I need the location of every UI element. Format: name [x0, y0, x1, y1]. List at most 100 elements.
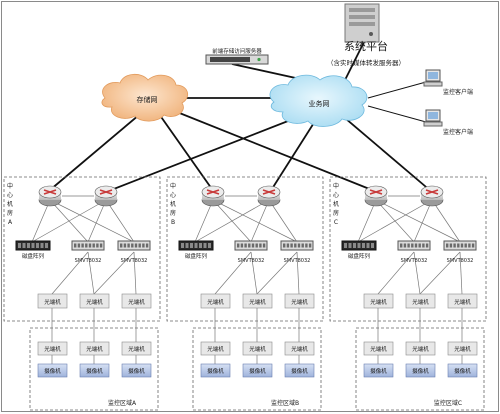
- monitor-area-label: 监控区域A: [108, 399, 137, 407]
- smvt-label: SMVT8032: [121, 258, 148, 264]
- optical-transceiver-box: [242, 293, 273, 309]
- disk-array-label: 磁盘阵列: [22, 252, 45, 260]
- smvt-port: [403, 243, 407, 248]
- optical-transceiver-box: [284, 341, 315, 356]
- disk-slot: [40, 243, 44, 248]
- disk-slot: [194, 243, 198, 248]
- link: [431, 199, 461, 243]
- client-links: [367, 81, 427, 123]
- smvt-port: [400, 243, 403, 248]
- smvt-port: [411, 243, 414, 248]
- smvt-label: SMVT8032: [75, 258, 102, 264]
- center-side-label-char: 中: [7, 182, 13, 190]
- optical-transceiver-box: [200, 293, 231, 309]
- camera-box: [79, 363, 110, 378]
- smvt-port: [123, 243, 127, 248]
- center-frame: [166, 176, 324, 322]
- center-side-label-char: 心: [333, 192, 339, 199]
- smvt-port: [414, 243, 418, 248]
- smvt-port: [286, 243, 290, 248]
- link: [194, 199, 214, 243]
- optical-transceiver-label: 光端机: [291, 298, 308, 306]
- optical-transceiver-label: 光端机: [128, 345, 145, 353]
- link: [194, 199, 270, 243]
- smvt-port: [283, 243, 286, 248]
- smvt-port: [294, 243, 297, 248]
- disk-slot: [18, 243, 21, 248]
- smvt-port: [471, 243, 475, 248]
- smvt-port: [464, 243, 467, 248]
- optical-transceiver-label: 光端机: [249, 345, 266, 353]
- disk-array-label: 磁盘阵列: [185, 252, 208, 260]
- smvt-port: [240, 243, 244, 248]
- center-side-label-char: 房: [170, 209, 176, 217]
- center-side-label-char: 房: [7, 209, 13, 217]
- disk-slot: [362, 243, 365, 248]
- storage-access-server-label: 前端存储访问服务器: [212, 47, 262, 55]
- smvt-port: [259, 243, 262, 248]
- router-icon-arrows: [43, 189, 57, 195]
- smvt-switch-icon: [397, 240, 431, 251]
- smvt-switch-icon: [117, 240, 151, 251]
- optical-transceiver-label: 光端机: [44, 345, 61, 353]
- optical-transceiver-label: 光端机: [249, 298, 266, 306]
- center-side-label-char: 中: [170, 182, 176, 190]
- optical-transceiver-box: [363, 341, 394, 356]
- optical-transceiver-box: [200, 341, 231, 356]
- disk-slot: [357, 243, 361, 248]
- optical-transceiver-label: 光端机: [370, 345, 387, 353]
- smvt-port: [92, 243, 95, 248]
- optical-transceiver-box: [405, 341, 436, 356]
- link: [357, 199, 377, 243]
- optical-transceiver-box: [121, 341, 152, 356]
- business-network-label: 业务网: [309, 99, 330, 108]
- camera-label: 摄像机: [249, 367, 266, 375]
- camera-label: 摄像机: [291, 367, 308, 375]
- link: [419, 251, 461, 295]
- camera-label: 摄像机: [86, 367, 103, 375]
- smvt-port: [453, 243, 456, 248]
- link: [296, 251, 300, 295]
- smvt-port: [96, 243, 99, 248]
- monitor-client-icon: [423, 69, 443, 87]
- link: [31, 199, 107, 243]
- link: [31, 199, 51, 243]
- router-icon-arrows: [262, 189, 276, 195]
- optical-transceiver-label: 光端机: [86, 298, 103, 306]
- link: [51, 251, 89, 295]
- optical-transceiver-box: [79, 341, 110, 356]
- smvt-port: [237, 243, 240, 248]
- disk-slot: [371, 243, 374, 248]
- smvt-port: [297, 243, 301, 248]
- smvt-port: [77, 243, 81, 248]
- optical-transceiver-label: 光端机: [44, 298, 61, 306]
- center-side-label-char: 中: [333, 182, 339, 190]
- link: [268, 199, 298, 243]
- disk-slot: [348, 243, 352, 248]
- camera-label: 摄像机: [207, 367, 224, 375]
- disk-slot: [45, 243, 48, 248]
- optical-transceiver-box: [447, 293, 478, 309]
- camera-box: [284, 363, 315, 378]
- platform-title: 系统平台: [344, 39, 388, 53]
- smvt-port: [290, 243, 293, 248]
- smvt-label: SMVT8032: [238, 258, 265, 264]
- storage-access-server-icon: [205, 54, 269, 65]
- link: [377, 251, 415, 295]
- smvt-port: [305, 243, 308, 248]
- smvt-switch-icon: [71, 240, 105, 251]
- center-side-label-char: 心: [170, 192, 176, 199]
- link: [49, 199, 135, 243]
- platform-server-icon: [344, 3, 380, 43]
- router-icon-arrows: [369, 189, 383, 195]
- center-side-label-char: C: [334, 219, 338, 226]
- optical-transceiver-label: 光端机: [412, 298, 429, 306]
- center-side-label-char: 机: [7, 200, 13, 208]
- optical-transceiver-label: 光端机: [291, 345, 308, 353]
- smvt-port: [251, 243, 255, 248]
- link: [105, 199, 135, 243]
- camera-label: 摄像机: [128, 367, 145, 375]
- smvt-switch-icon: [280, 240, 314, 251]
